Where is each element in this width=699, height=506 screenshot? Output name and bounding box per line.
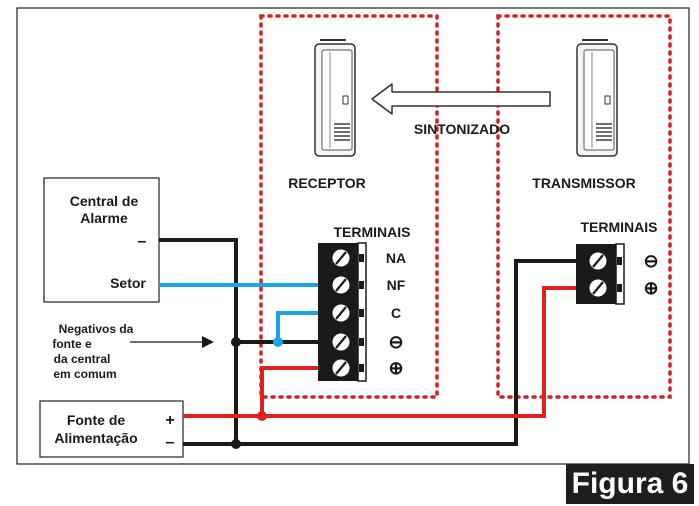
receiver-terminals-title: TERMINAIS — [334, 224, 411, 240]
power-supply-plus-label: + — [165, 412, 174, 429]
terminal-label-negative: ⊖ — [388, 332, 403, 352]
note-pointer-arrow — [130, 336, 214, 348]
transmitter-terminal-block — [576, 243, 625, 305]
positive-wires — [183, 286, 586, 418]
receiver-terminal-block — [318, 242, 367, 382]
tx-terminal-label-positive: ⊕ — [643, 278, 658, 298]
power-supply-title-line2: Alimentação — [54, 430, 137, 446]
alarm-panel-box — [43, 177, 160, 303]
negative-junction-dot — [231, 337, 241, 347]
alarm-panel-minus-label: – — [138, 233, 147, 250]
figure-label: Figura 6 — [566, 464, 694, 504]
sync-arrow-icon — [371, 83, 551, 115]
tx-terminal-label-negative: ⊖ — [643, 251, 658, 271]
alarm-panel-title-line2: Alarme — [80, 210, 128, 226]
note-line1: Negativos da — [59, 322, 134, 336]
alarm-panel-title-line1: Central de — [70, 193, 139, 209]
positive-junction-dot — [257, 411, 267, 421]
power-supply-title-line1: Fonte de — [67, 412, 126, 428]
receiver-device-icon — [314, 39, 356, 157]
terminal-label-positive: ⊕ — [388, 358, 403, 378]
terminal-label-na: NA — [386, 250, 406, 266]
diagram-frame — [16, 7, 690, 465]
power-supply-box — [39, 400, 184, 458]
terminal-label-nf: NF — [387, 277, 406, 293]
signal-junction-dot — [273, 337, 283, 347]
note-line4: em comum — [53, 367, 116, 381]
signal-wires — [159, 283, 330, 342]
sync-label: SINTONIZADO — [414, 121, 510, 137]
transmitter-terminals-title: TERMINAIS — [581, 219, 658, 235]
note-line2: fonte e — [52, 337, 92, 351]
note-line3: da central — [54, 352, 111, 366]
negative-wires — [159, 238, 586, 446]
transmitter-device-icon — [576, 39, 618, 157]
receiver-title: RECEPTOR — [288, 175, 366, 191]
negative-junction-dot-bottom — [231, 439, 241, 449]
receiver-zone-border — [259, 14, 439, 399]
alarm-panel-sector-label: Setor — [110, 275, 146, 291]
power-supply-minus-label: – — [166, 434, 175, 451]
transmitter-zone-border — [496, 14, 672, 399]
terminal-label-c: C — [391, 305, 401, 321]
transmitter-title: TRANSMISSOR — [532, 175, 635, 191]
